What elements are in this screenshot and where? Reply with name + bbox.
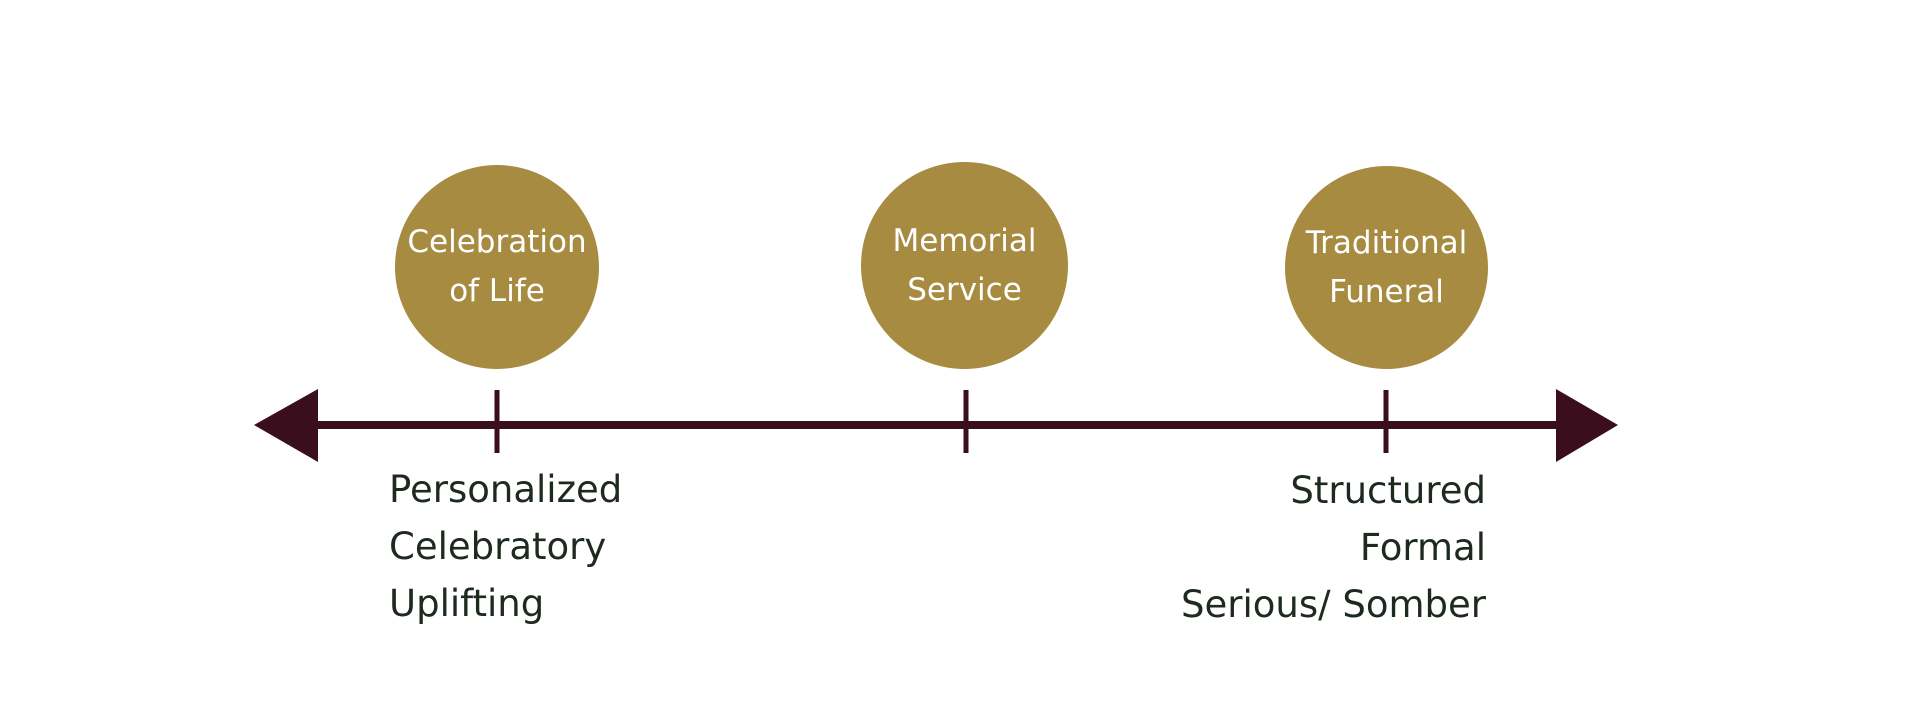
left-descriptor-list: Personalized Celebratory Uplifting [389, 461, 622, 632]
circle-label-line: Service [907, 271, 1022, 308]
memorial-service-circle: Memorial Service [861, 162, 1068, 369]
circle-label-line: Celebration [407, 224, 587, 260]
descriptor-label: Structured [1290, 469, 1486, 512]
descriptor-label: Formal [1359, 526, 1486, 569]
descriptor-label: Personalized [389, 468, 623, 511]
traditional-funeral-circle: Traditional Funeral [1285, 166, 1488, 369]
right-arrowhead [1556, 389, 1618, 462]
circle-label-line: Memorial [892, 222, 1037, 259]
circle-label-line: of Life [449, 273, 545, 309]
right-descriptor-list: Structured Formal Serious/ Somber [1181, 462, 1486, 633]
descriptor-label: Uplifting [389, 582, 545, 625]
left-arrowhead [254, 389, 318, 462]
descriptor-label: Celebratory [389, 525, 607, 568]
celebration-of-life-circle: Celebration of Life [395, 165, 599, 369]
circle-label-line: Traditional [1305, 224, 1468, 261]
circle-label-line: Funeral [1329, 273, 1444, 310]
descriptor-label: Serious/ Somber [1181, 583, 1486, 626]
